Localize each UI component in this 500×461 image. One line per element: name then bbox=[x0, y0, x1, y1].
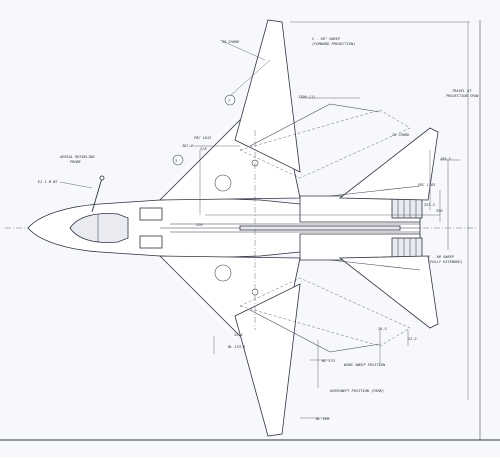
vtail-left bbox=[329, 185, 421, 197]
dim-bl-d: 3/8 bbox=[199, 147, 207, 151]
htail-lower bbox=[338, 255, 439, 329]
canopy bbox=[69, 213, 129, 243]
label-probe-short: EJ 1 M B2 bbox=[38, 180, 57, 184]
wing-upper-extended bbox=[234, 19, 301, 173]
balloon-circle-1 bbox=[172, 154, 184, 166]
wing-lower-intermediate bbox=[249, 309, 381, 353]
dim-c9: 12.5 bbox=[234, 333, 243, 337]
dim-bl-a: BL 133.5 bbox=[228, 345, 245, 349]
dim-c3: FRC 1183 bbox=[418, 183, 435, 187]
label-sweep-right-sub: (FULLY EXTENDED) bbox=[428, 260, 463, 264]
intake-left bbox=[139, 207, 163, 221]
tail-stinger bbox=[239, 225, 401, 231]
refuel-probe-tip bbox=[99, 175, 105, 181]
wing-lower-extended bbox=[234, 283, 301, 437]
label-sweep-top-sub: (FORWARD PROJECTION) bbox=[312, 42, 355, 46]
label-aerial-refueling: AERIAL REFUELING PROBE bbox=[59, 155, 95, 164]
dim-c1: 1390.(1) bbox=[298, 95, 315, 99]
balloon-2: 7 bbox=[228, 99, 231, 103]
label-aerial-refueling-line1: AERIAL REFUELING bbox=[59, 155, 95, 159]
dim-c7: 253.5 bbox=[424, 203, 435, 207]
label-aerial-refueling-line2: PROBE bbox=[70, 160, 82, 164]
label-oversweep-park: OVERSWEPT POSITION (PARK) bbox=[330, 389, 384, 393]
refuel-probe bbox=[91, 177, 103, 213]
label-sweep-right: S - 68 SWEEP bbox=[428, 255, 455, 259]
fuselage bbox=[27, 195, 423, 261]
dim-c2: 387.7 bbox=[181, 144, 194, 148]
dim-c4: 189.5 bbox=[440, 157, 451, 161]
dim-bl-b: BL 133 bbox=[322, 359, 335, 363]
nozzle-right bbox=[391, 237, 423, 259]
label-chord-top: 25 CHORD bbox=[222, 40, 239, 44]
label-chord-right: 25 CHORD bbox=[392, 133, 409, 137]
dim-c6: 220 bbox=[196, 223, 203, 227]
dim-c8: 350 bbox=[435, 209, 443, 213]
station-circle-lower bbox=[214, 264, 232, 282]
balloon-circle-2 bbox=[224, 94, 236, 106]
dimension-lines bbox=[190, 21, 470, 419]
label-projection-line2: PROJECTION SPAN bbox=[446, 94, 479, 98]
label-projection-line1: TRAVEL AT bbox=[452, 89, 472, 93]
dim-c10: 22.5 bbox=[408, 337, 417, 341]
htail-upper bbox=[338, 127, 439, 201]
balloon-1: 3 bbox=[174, 159, 177, 163]
wing-lower-oversweep bbox=[239, 277, 411, 347]
dim-bl-c: BL 169 bbox=[316, 417, 329, 421]
dim-c11: 18.5 bbox=[378, 327, 387, 331]
wing-upper-intermediate bbox=[249, 103, 381, 147]
label-sweep-top: S - 68° SWEEP bbox=[312, 37, 341, 41]
intake-right bbox=[139, 235, 163, 249]
wing-upper-oversweep bbox=[239, 109, 411, 179]
label-wing-sweep-position: WING SWEEP POSITION bbox=[344, 363, 386, 367]
dim-c5: FRC 1012 bbox=[194, 136, 211, 140]
vtail-right bbox=[329, 259, 421, 271]
station-circle-upper bbox=[214, 174, 232, 192]
